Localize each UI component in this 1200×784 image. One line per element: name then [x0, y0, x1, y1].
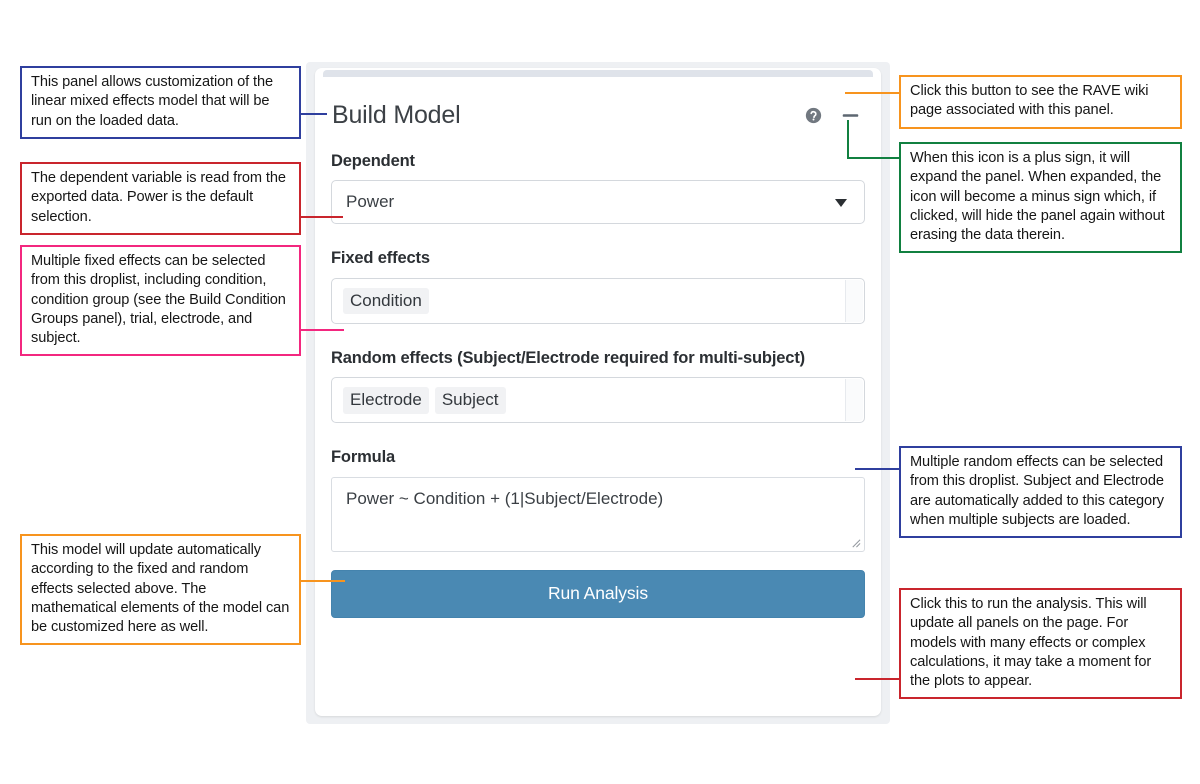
help-circle-icon[interactable]	[805, 107, 822, 124]
panel-top-rule	[323, 70, 873, 77]
dependent-select[interactable]: Power	[331, 180, 865, 225]
run-analysis-button[interactable]: Run Analysis	[331, 569, 865, 618]
fixed-effects-label: Fixed effects	[331, 249, 430, 268]
dependent-value: Power	[346, 192, 395, 212]
tag-chip[interactable]: Electrode	[343, 387, 429, 414]
chevron-down-icon	[835, 199, 847, 208]
page-title: Build Model	[332, 100, 461, 129]
tag-chip[interactable]: Subject	[434, 387, 506, 414]
annotation-panel-overview: This panel allows customization of the l…	[20, 66, 301, 139]
tag-chip[interactable]: Condition	[343, 287, 429, 315]
random-effects-label: Random effects (Subject/Electrode requir…	[331, 348, 806, 367]
resize-handle-icon[interactable]	[850, 537, 861, 548]
leader-line-wiki-button	[845, 92, 901, 94]
leader-line-run-analysis	[855, 678, 901, 680]
leader-line-formula	[300, 580, 345, 582]
leader-line-collapse-vertical	[847, 120, 849, 158]
formula-value: Power ~ Condition + (1|Subject/Electrode…	[346, 488, 664, 508]
annotation-formula: This model will update automatically acc…	[20, 534, 301, 646]
leader-line-random-effects	[855, 468, 901, 470]
fixed-effects-gutter[interactable]	[845, 279, 863, 322]
annotation-dependent: The dependent variable is read from the …	[20, 162, 301, 235]
leader-line-panel-overview	[300, 113, 327, 115]
annotation-run-analysis: Click this to run the analysis. This wil…	[899, 588, 1182, 700]
random-effects-input[interactable]: Electrode Subject	[331, 377, 865, 424]
minus-icon[interactable]	[841, 107, 860, 124]
random-effects-gutter[interactable]	[845, 379, 863, 422]
annotation-random-effects: Multiple random effects can be selected …	[899, 446, 1182, 538]
formula-label: Formula	[331, 448, 396, 467]
build-model-panel: Build Model	[315, 68, 881, 716]
annotation-collapse-icon: When this icon is a plus sign, it will e…	[899, 142, 1182, 254]
panel-header: Build Model	[331, 96, 865, 134]
fixed-effects-input[interactable]: Condition	[331, 277, 865, 324]
annotation-fixed-effects: Multiple fixed effects can be selected f…	[20, 245, 301, 357]
leader-line-fixed-effects	[300, 329, 344, 331]
leader-line-collapse-horizontal	[847, 157, 901, 159]
formula-textarea[interactable]: Power ~ Condition + (1|Subject/Electrode…	[331, 476, 865, 552]
dependent-label: Dependent	[331, 152, 415, 170]
leader-line-dependent	[300, 216, 343, 218]
header-icon-group	[805, 107, 864, 124]
annotation-wiki-button: Click this button to see the RAVE wiki p…	[899, 75, 1182, 129]
